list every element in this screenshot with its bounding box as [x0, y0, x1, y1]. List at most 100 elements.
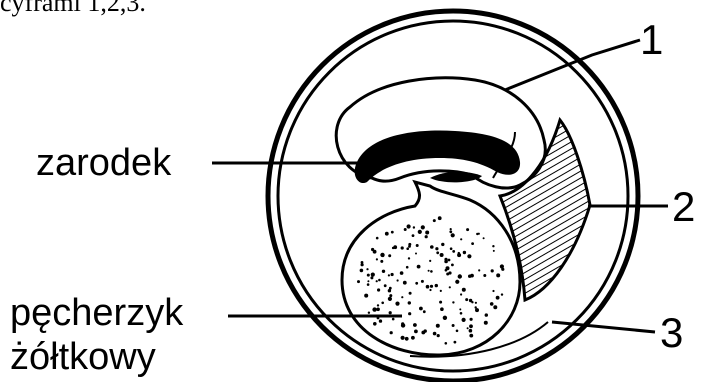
yolk-granule	[445, 342, 448, 345]
leader-line-1	[505, 40, 640, 90]
yolk-granule	[429, 260, 431, 262]
yolk-granule	[485, 313, 488, 316]
yolk-granule	[429, 289, 431, 291]
yolk-granule	[468, 275, 471, 278]
yolk-granule	[439, 301, 442, 304]
label-number-2: 2	[672, 185, 695, 229]
yolk-granule	[403, 281, 407, 285]
yolk-granule	[376, 258, 378, 260]
yolk-granule	[421, 331, 425, 335]
yolk-granule	[370, 276, 373, 279]
yolk-granule	[475, 302, 477, 304]
yolk-granule	[456, 280, 458, 282]
yolk-granule	[415, 282, 418, 285]
label-number-3: 3	[660, 311, 683, 355]
yolk-granule	[367, 274, 370, 277]
yolk-granule	[462, 288, 466, 292]
yolk-granule	[392, 247, 394, 249]
yolk-granule	[379, 319, 382, 322]
yolk-granule	[421, 225, 425, 229]
yolk-granule	[452, 324, 455, 327]
yolk-granule	[378, 279, 381, 282]
yolk-granule	[401, 296, 403, 298]
yolk-granule	[415, 253, 417, 255]
yolk-granule	[467, 327, 469, 329]
yolk-granule	[426, 285, 430, 289]
yolk-granule	[388, 254, 391, 257]
yolk-granule	[492, 290, 494, 292]
yolk-granule	[475, 308, 479, 312]
yolk-granule	[433, 219, 436, 222]
yolk-granule	[376, 280, 378, 282]
yolk-granule	[425, 231, 429, 235]
yolk-granule	[368, 312, 370, 314]
yolk-granule	[478, 269, 480, 271]
yolk-granule	[443, 316, 447, 320]
yolk-granule	[450, 228, 452, 230]
yolk-granule	[361, 261, 364, 264]
yolk-granule	[372, 307, 376, 311]
yolk-granule	[377, 304, 379, 306]
yolk-granule	[401, 246, 404, 249]
yolk-granule	[458, 274, 462, 278]
yolk-granule	[401, 336, 405, 340]
yolk-granule	[469, 329, 473, 333]
yolk-granule	[404, 228, 407, 231]
label-number-1: 1	[640, 18, 663, 62]
yolk-granule	[449, 230, 452, 233]
yolk-granule	[462, 318, 466, 322]
yolk-granule	[388, 289, 391, 292]
yolk-granule	[428, 270, 430, 272]
yolk-granule	[423, 310, 426, 313]
yolk-granule	[413, 226, 415, 228]
yolk-granule	[436, 251, 439, 254]
yolk-granule	[433, 332, 437, 336]
yolk-granule	[436, 324, 440, 328]
yolk-granule	[492, 245, 494, 247]
yolk-granule	[496, 273, 500, 277]
yolk-granule	[490, 302, 494, 306]
label-zoltkowy: żółtkowy	[10, 337, 156, 377]
label-zarodek: zarodek	[36, 143, 171, 183]
yolk-granules	[357, 216, 504, 344]
yolk-granule	[390, 331, 393, 334]
yolk-granule	[466, 228, 469, 231]
yolk-granule	[441, 243, 444, 246]
yolk-granule	[452, 301, 454, 303]
yolk-granule	[470, 318, 473, 321]
yolk-granule	[448, 259, 451, 262]
yolk-granule	[456, 330, 459, 333]
yolk-granule	[425, 235, 428, 238]
yolk-granule	[376, 308, 380, 312]
yolk-granule	[440, 307, 444, 311]
yolk-granule	[457, 253, 461, 257]
yolk-granule	[450, 247, 453, 250]
yolk-granule	[452, 250, 455, 253]
yolk-granule	[460, 312, 463, 315]
yolk-granule	[408, 257, 410, 259]
yolk-granule	[371, 273, 375, 277]
yolk-granule	[392, 318, 395, 321]
yolk-granule	[409, 292, 412, 295]
yolk-granule	[377, 288, 380, 291]
yolk-granule	[381, 302, 384, 305]
yolk-granule	[376, 237, 379, 240]
yolk-granule	[454, 341, 457, 344]
yolk-granule	[360, 269, 364, 273]
yolk-granule	[483, 237, 485, 239]
yolk-granule	[380, 253, 384, 257]
yolk-sac	[342, 182, 520, 355]
label-pecherzyk: pęcherzyk	[10, 293, 183, 333]
yolk-granule	[391, 273, 394, 276]
yolk-granule	[469, 334, 473, 338]
yolk-granule	[465, 298, 468, 301]
yolk-granule	[384, 284, 387, 287]
yolk-granule	[440, 253, 444, 257]
yolk-granule	[395, 302, 399, 306]
yolk-granule	[451, 264, 454, 267]
yolk-granule	[448, 271, 451, 274]
yolk-granule	[484, 321, 488, 325]
yolk-granule	[459, 308, 461, 310]
yolk-granule	[478, 233, 480, 235]
